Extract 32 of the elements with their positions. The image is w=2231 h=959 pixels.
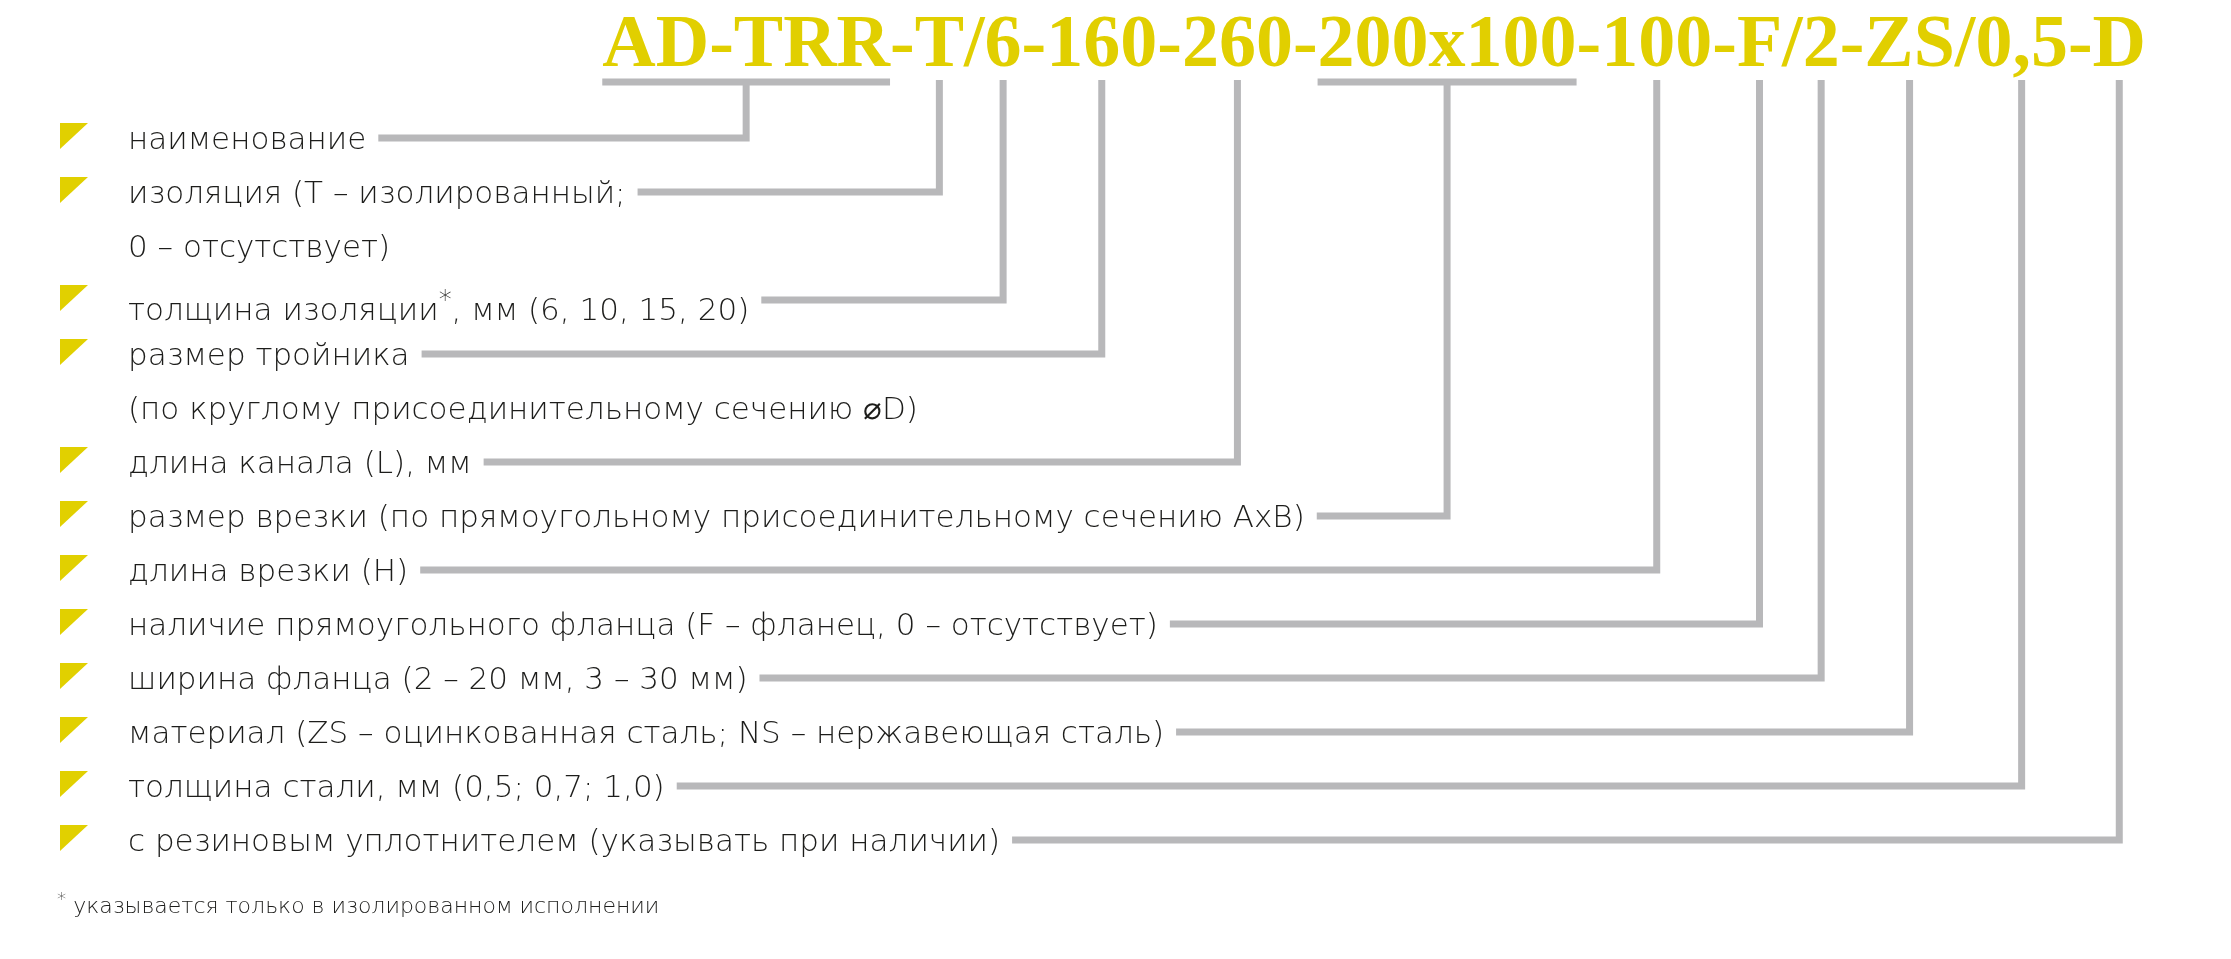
code-text: 0,5 [1975,4,2068,78]
code-text: ZS [1864,4,1955,78]
item-description: ширина фланца (2 – 20 мм, 3 – 30 мм) [128,651,748,705]
code-separator: - [1021,4,1047,78]
item-description: толщина стали, мм (0,5; 0,7; 1,0) [128,759,665,813]
item-description: наименование [128,111,367,165]
item-description: длина канала (L), мм [128,435,472,489]
item-description: изоляция (T – изолированный; 0 – отсутствует) [128,165,626,273]
code-separator: - [2067,4,2093,78]
code-separator: / [1782,4,1803,78]
code-separator: - [890,4,915,78]
code-separator: - [1839,4,1865,78]
code-separator: - [1292,4,1318,78]
code-separator: - [1712,4,1737,78]
footnote: $^{*}$ указывается только в изолированном исполнении [57,887,660,921]
item-description: длина врезки (H) [128,543,409,597]
code-text: 160 [1046,4,1158,78]
code-text: 2 [1802,4,1840,78]
code-text: AD-TRR [602,4,891,78]
item-description: размер врезки (по прямоугольному присоединительному сечению AxB) [128,489,1305,543]
code-separator: - [1157,4,1182,78]
code-text: D [2092,4,2146,78]
code-separator: - [1576,4,1602,78]
item-description: с резиновым уплотнителем (указывать при наличии) [128,813,1001,867]
code-text: 200x100 [1317,4,1577,78]
code-text: 100 [1601,4,1713,78]
code-text: 6 [984,4,1022,78]
code-separator: / [1954,4,1976,78]
code-separator: / [964,4,985,78]
code-text: 260 [1181,4,1293,78]
item-description: материал (ZS – оцинкованная сталь; NS – нержавеющая сталь) [128,705,1165,759]
item-description: наличие прямоугольного фланца (F – фланец, 0 – отсутствует) [128,597,1158,651]
